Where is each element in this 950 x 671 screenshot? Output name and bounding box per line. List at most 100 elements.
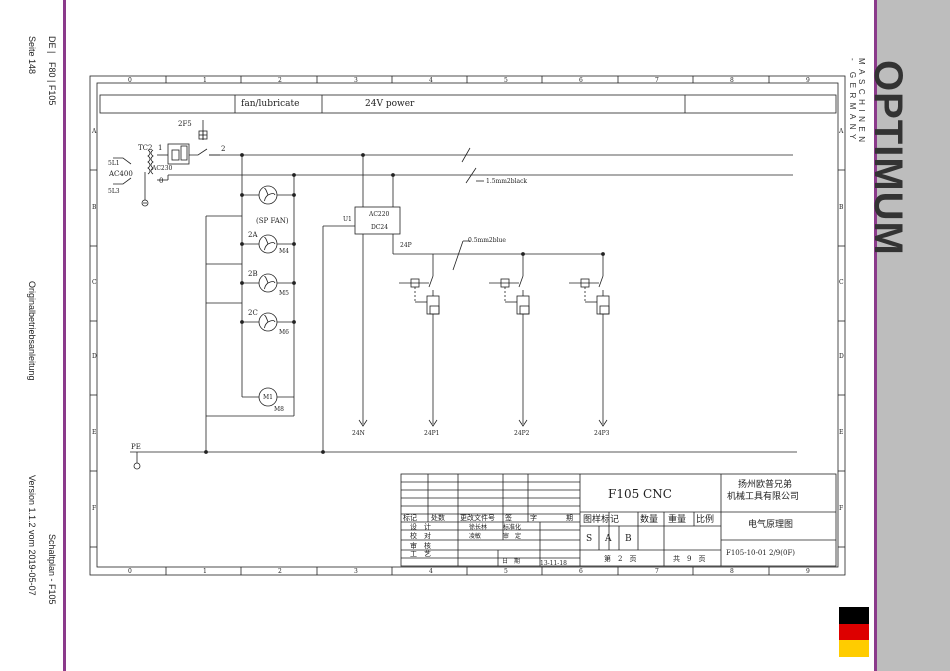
fan-1-icon <box>240 234 296 254</box>
cable-spec-2: 0.5mm2blue <box>468 237 506 244</box>
fan-2c-label: 2C <box>248 309 258 317</box>
row-index-right-B: B <box>839 204 844 211</box>
revision-header-3: 签 <box>505 513 512 522</box>
fan-3-icon <box>240 312 296 332</box>
brand-sidebar <box>877 0 950 671</box>
node-2-label: 2 <box>221 145 225 153</box>
mark-B: B <box>625 534 632 544</box>
column-index-bottom-7: 7 <box>655 568 659 575</box>
column-index-top-4: 4 <box>429 77 433 84</box>
column-index-bottom-4: 4 <box>429 568 433 575</box>
company-name-line1: 扬州欧普兄弟 <box>738 478 792 490</box>
revision-header-1: 处数 <box>431 513 445 522</box>
solenoid-valve-2-icon <box>489 252 530 427</box>
cable-spec-1: 1.5mm2black <box>486 178 527 185</box>
column-index-top-7: 7 <box>655 77 659 84</box>
column-index-top-9: 9 <box>806 77 810 84</box>
column-index-top-8: 8 <box>730 77 734 84</box>
germany-flag-icon <box>839 607 869 657</box>
right-border-line <box>874 0 877 671</box>
fan-2b-label: 2B <box>248 270 258 278</box>
column-index-bottom-9: 9 <box>806 568 810 575</box>
row-index-right-D: D <box>839 353 844 360</box>
fan-m4-label: M4 <box>279 248 289 255</box>
tc-output-label: AC230 <box>151 165 173 172</box>
solenoid-valve-1-icon <box>399 254 440 427</box>
psu-24p-label: 24P <box>400 242 412 249</box>
revision-header-0: 标记 <box>403 513 417 522</box>
node-1-label: 1 <box>158 144 162 152</box>
approval-label: 审 定 <box>503 532 521 540</box>
title-heading-3: 比例 <box>696 513 714 525</box>
role-0: 设 计 <box>410 522 431 531</box>
line-5l3-label: 5L3 <box>108 188 120 195</box>
fan-0-icon <box>240 185 296 205</box>
output-24n-label: 24N <box>352 430 365 437</box>
row-index-right-C: C <box>839 279 844 286</box>
sp-fan-label: (SP FAN) <box>256 217 289 225</box>
column-index-top-0: 0 <box>128 77 132 84</box>
column-index-bottom-3: 3 <box>354 568 358 575</box>
header-fan-label: fan/lubricate <box>241 99 300 109</box>
role-2: 审 核 <box>410 541 431 550</box>
document-number: F105-10-01 2/9(0F) <box>726 549 795 557</box>
power-supply-box <box>354 206 401 235</box>
psu-input-label: AC220 <box>368 211 390 218</box>
fan-m5-label: M5 <box>279 290 289 297</box>
psu-output-label: DC24 <box>371 224 388 231</box>
column-index-bottom-5: 5 <box>504 568 508 575</box>
mark-S: S <box>586 534 592 544</box>
sheet-number: 第 2 页 <box>604 554 636 563</box>
role-3: 工 艺 <box>410 550 431 558</box>
date-value: 13-11-18 <box>540 560 567 567</box>
revision-header-5: 期 <box>566 514 573 522</box>
fan-2-icon <box>240 273 296 293</box>
transformer-secondary-coil <box>147 149 151 175</box>
document-title: 电气原理图 <box>748 518 793 530</box>
column-index-bottom-8: 8 <box>730 568 734 575</box>
standardization-label: 标准化 <box>503 523 521 531</box>
column-index-top-3: 3 <box>354 77 358 84</box>
title-block <box>400 473 837 567</box>
title-heading-2: 重量 <box>668 513 686 525</box>
row-index-left-E: E <box>92 429 96 436</box>
pe-label: PE <box>131 443 141 451</box>
row-index-left-A: A <box>91 128 97 135</box>
column-index-top-2: 2 <box>278 77 282 84</box>
row-index-left-B: B <box>92 204 97 211</box>
header-strip <box>99 94 837 114</box>
transformer-primary-coil <box>150 149 154 175</box>
column-index-bottom-0: 0 <box>128 568 132 575</box>
company-name-line2: 机械工具有限公司 <box>727 490 799 502</box>
row-index-right-A: A <box>838 128 844 135</box>
breaker-box <box>167 143 190 165</box>
line-5l1-label: 5L1 <box>108 160 120 167</box>
drawing-title: F105 CNC <box>608 487 672 501</box>
mark-A: A <box>604 534 612 544</box>
title-heading-0: 图样标记 <box>583 513 619 525</box>
solenoid-valve-3-icon <box>569 252 610 427</box>
row-index-left-C: C <box>92 279 97 286</box>
fan-m6-label: M6 <box>279 329 289 336</box>
role-1: 校 对 <box>410 531 431 540</box>
psu-label: U1 <box>343 216 352 223</box>
row-index-right-F: F <box>839 505 843 512</box>
tc-label: TC2 <box>138 144 152 152</box>
column-index-top-5: 5 <box>504 77 508 84</box>
output-24p3-label: 24P3 <box>594 430 610 437</box>
ground-icon <box>141 199 149 207</box>
node-0-label: 0 <box>159 177 163 185</box>
column-index-bottom-2: 2 <box>278 568 282 575</box>
title-heading-1: 数量 <box>640 513 658 525</box>
motor-m8-label: M8 <box>274 406 284 413</box>
sheet-total: 共 9 页 <box>673 554 705 563</box>
outer-frame <box>89 75 846 576</box>
revision-header-4: 字 <box>530 513 537 522</box>
column-index-top-6: 6 <box>579 77 583 84</box>
column-index-top-1: 1 <box>203 77 207 84</box>
tc-input-label: AC400 <box>108 170 133 178</box>
output-24p1-label: 24P1 <box>424 430 440 437</box>
revision-header-2: 更改文件号 <box>460 513 495 522</box>
